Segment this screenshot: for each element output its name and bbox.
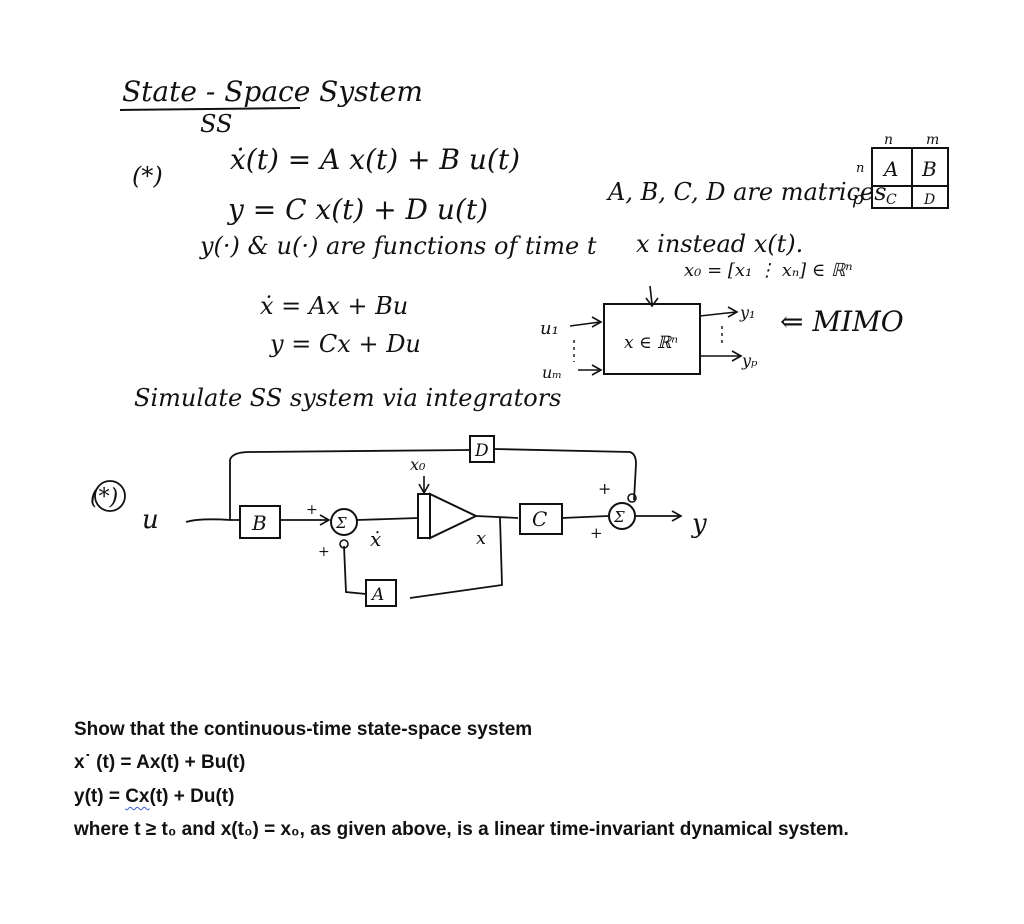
mimo-output-yp: yₚ	[741, 351, 758, 370]
matrices-note: A, B, C, D are matrices	[608, 178, 887, 206]
block-diagram-marker-circle	[94, 480, 126, 512]
x0-arrow	[649, 285, 653, 305]
mimo-box-frame	[603, 303, 701, 375]
sum1-sigma: Σ	[335, 514, 347, 532]
block-matrix-row-n: n	[856, 161, 864, 176]
block-matrix-a: A	[882, 157, 898, 181]
path-integrator-to-c	[475, 515, 519, 519]
block-c	[519, 503, 563, 535]
functions-note: y(·) & u(·) are functions of time t	[200, 232, 597, 260]
integrator-plate	[417, 493, 431, 539]
path-a-to-sum	[343, 545, 367, 595]
title-underline	[119, 107, 301, 111]
path-d-to-sum	[493, 448, 637, 501]
mimo-output-y1: y₁	[739, 303, 755, 322]
block-matrix-d: D	[923, 192, 935, 208]
problem-line-4: where t ≥ t₀ and x(t₀) = x₀, as given ab…	[74, 819, 849, 840]
block-matrix-row-p: p	[852, 188, 864, 209]
equation-marker: (*)	[132, 162, 163, 190]
block-b-label: B	[251, 511, 267, 535]
block-a-label: A	[370, 585, 384, 605]
problem-line-1: Show that the continuous-time state-spac…	[74, 719, 533, 740]
integrator-x0: x₀	[410, 455, 426, 474]
block-a	[365, 579, 397, 607]
xdot-label: ẋ	[370, 527, 381, 551]
output-y-label: y	[691, 509, 707, 539]
block-matrix-c: C	[886, 192, 897, 208]
state-x-label: x	[476, 528, 486, 549]
initial-state-definition: x₀ = [x₁ ⋮ xₙ] ∈ ℝⁿ	[684, 260, 853, 281]
sum2-sigma: Σ	[613, 508, 625, 526]
mimo-input-u1: u₁	[540, 318, 559, 339]
mimo-system-box: x ∈ ℝⁿ u₁ uₘ y₁ yₚ	[540, 285, 758, 382]
state-equation: ẋ(t) = A x(t) + B u(t)	[230, 143, 521, 176]
input-u-label: u	[142, 505, 159, 535]
block-d-label: D	[474, 441, 489, 461]
block-c-label: C	[532, 507, 547, 531]
path-u-to-b	[185, 518, 240, 523]
x0-arrowhead	[645, 297, 659, 308]
summing-junction-1	[330, 508, 358, 536]
mimo-input-um: uₘ	[542, 363, 562, 382]
problem-line-2-lhs: x˙ (t) =	[74, 752, 137, 773]
mimo-input-arrow-1	[569, 321, 601, 327]
short-output-equation: y = Cx + Du	[270, 330, 421, 358]
short-state-equation: ẋ = Ax + Bu	[260, 292, 409, 320]
problem-line-3: y(t) = Cx(t) + Du(t)	[74, 786, 234, 808]
block-matrix-b: B	[921, 157, 937, 181]
problem-line-2: x˙ (t) = Ax(t) + Bu(t)	[74, 752, 245, 774]
block-b	[239, 505, 281, 539]
block-matrix-col-n: n	[884, 132, 893, 148]
sum2-plus-top: +	[598, 479, 611, 498]
block-diagram: (*) u B + Σ ẋ x₀ x C +	[90, 435, 707, 607]
problem-line-3-cx: Cx	[125, 786, 150, 807]
problem-line-3-lhs: y(t) =	[74, 786, 126, 807]
instead-note: x instead x(t).	[636, 230, 804, 258]
problem-line-2-rhs: Ax(t) + Bu(t)	[136, 752, 246, 773]
block-matrix-frame	[871, 147, 949, 209]
path-u-to-d	[229, 449, 471, 520]
sum1-plus-bottom: +	[318, 544, 330, 560]
block-matrix-col-m: m	[926, 132, 939, 148]
mimo-box-state: x ∈ ℝⁿ	[624, 333, 678, 353]
problem-line-3-rest: (t) + Du(t)	[149, 786, 235, 807]
mimo-output-arrow-1	[699, 311, 737, 317]
sum1-plus-top: +	[306, 502, 318, 518]
output-equation: y = C x(t) + D u(t)	[228, 193, 489, 226]
notes-title: State - Space System	[122, 75, 423, 108]
mimo-label: ⇐ MIMO	[780, 305, 904, 338]
block-matrix: n m n p A B C D	[852, 132, 949, 209]
sum2-plus-left: +	[590, 524, 603, 542]
path-sum-to-integrator	[356, 517, 419, 521]
notes-title-abbrev: SS	[200, 110, 233, 138]
path-c-to-sum	[561, 515, 609, 519]
path-x-to-a	[409, 517, 503, 599]
integrator-triangle	[429, 492, 479, 540]
simulate-note: Simulate SS system via integrators	[134, 384, 562, 412]
